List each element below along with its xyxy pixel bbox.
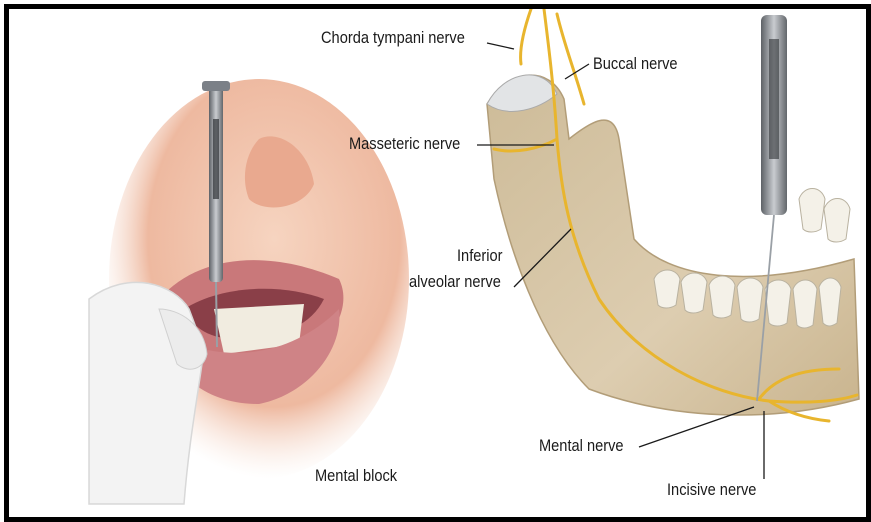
illustration: [9, 9, 866, 517]
caption-mental-block: Mental block: [315, 465, 397, 486]
label-buccal-nerve: Buccal nerve: [593, 53, 678, 74]
gloved-hand: [89, 282, 204, 504]
syringe-needle: [216, 282, 217, 347]
label-masseteric-nerve: Masseteric nerve: [349, 133, 460, 154]
label-mental-nerve: Mental nerve: [539, 435, 624, 456]
mandible-bone: [487, 75, 859, 415]
label-chorda-tympani: Chorda tympani nerve: [321, 27, 465, 48]
figure-frame: Chorda tympani nerve Buccal nerve Masset…: [4, 4, 871, 522]
syringe-window: [213, 119, 219, 199]
syringe-window-right: [769, 39, 779, 159]
leader-chorda: [487, 43, 514, 49]
label-incisive-nerve: Incisive nerve: [667, 479, 756, 500]
label-inferior-alveolar-line2: alveolar nerve: [409, 271, 501, 292]
syringe-plunger-cap: [202, 81, 230, 91]
label-inferior-alveolar-line1: Inferior: [457, 245, 503, 266]
